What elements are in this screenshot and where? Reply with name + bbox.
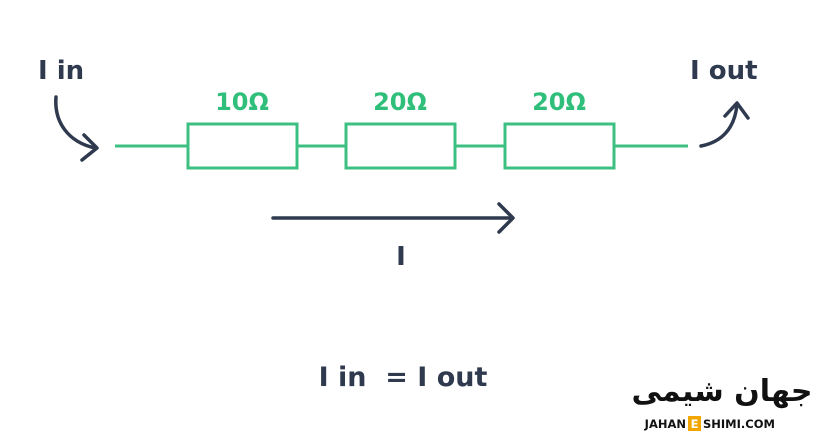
site-logo: جهان شیمی JAHAN E SHIMI.COM xyxy=(632,374,813,431)
current-out-label: I out xyxy=(690,56,758,86)
current-equation: I in = I out xyxy=(319,362,488,393)
logo-latin-text-end: SHIMI.COM xyxy=(703,417,775,431)
logo-highlight-badge xyxy=(688,416,701,431)
resistor-2-label: 20Ω xyxy=(373,88,427,116)
current-in-label: I in xyxy=(38,56,84,86)
current-in-arrow-icon xyxy=(54,95,99,162)
resistor-1 xyxy=(186,122,299,170)
current-direction-arrow-icon xyxy=(271,202,515,234)
resistor-2 xyxy=(344,122,457,170)
logo-latin-text-highlight: E xyxy=(691,417,699,431)
resistor-3 xyxy=(503,122,616,170)
current-out-arrow-icon xyxy=(699,101,750,148)
logo-latin-text-start: JAHAN xyxy=(644,417,686,431)
resistor-1-label: 10Ω xyxy=(215,88,269,116)
logo-persian-text: جهان شیمی xyxy=(632,374,813,409)
resistor-3-label: 20Ω xyxy=(532,88,586,116)
current-label: I xyxy=(396,242,406,272)
